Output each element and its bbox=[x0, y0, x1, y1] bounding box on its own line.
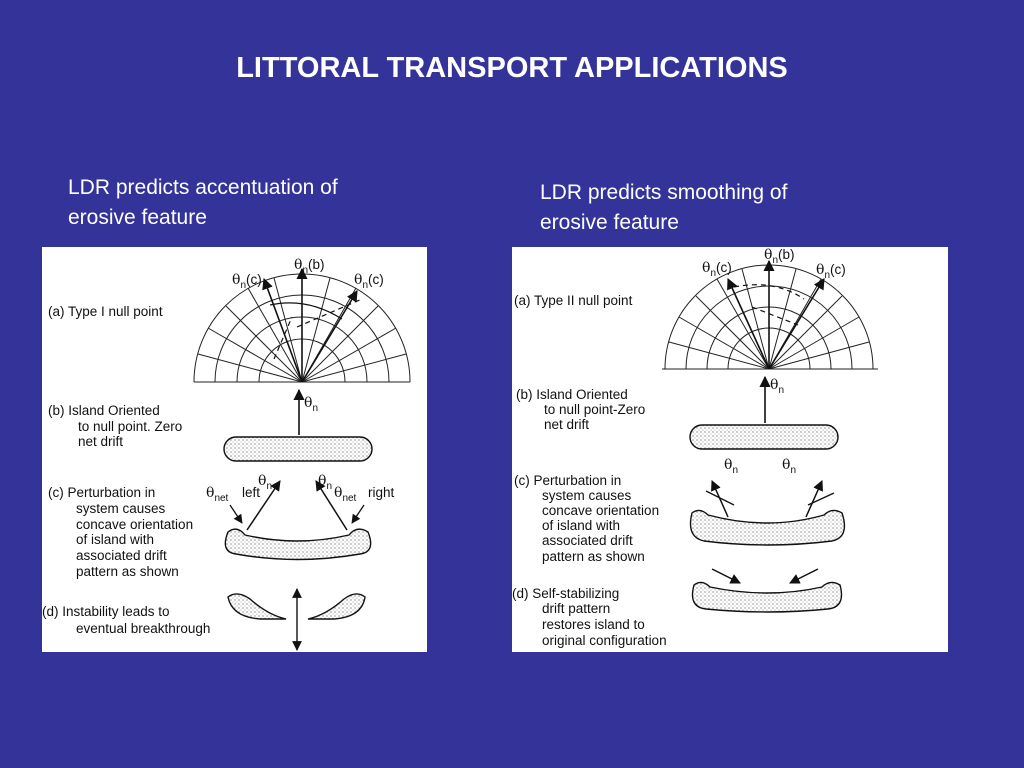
left-c-theta-right: θn bbox=[318, 473, 332, 492]
right-label-b3: net drift bbox=[544, 417, 589, 432]
right-label-c4: of island with bbox=[542, 518, 620, 533]
left-label-c6: pattern as shown bbox=[76, 564, 179, 579]
right-caption-line1: LDR predicts smoothing of bbox=[540, 181, 788, 204]
left-c-word-right: right bbox=[368, 485, 395, 500]
left-theta-nc2-label: θn(c) bbox=[354, 272, 384, 291]
left-label-c1: (c) Perturbation in bbox=[48, 485, 155, 500]
left-label-b2: to null point. Zero bbox=[78, 419, 182, 434]
right-label-d1: (d) Self-stabilizing bbox=[512, 586, 619, 601]
right-c-theta-right: θn bbox=[782, 457, 796, 476]
left-caption-line1: LDR predicts accentuation of bbox=[68, 176, 338, 199]
left-c-theta-net-right: θnet bbox=[334, 485, 357, 504]
right-label-c5: associated drift bbox=[542, 533, 633, 548]
left-c-word-left: left bbox=[242, 485, 260, 500]
left-theta-nb-label: θn(b) bbox=[294, 257, 325, 276]
left-label-a: (a) Type I null point bbox=[48, 304, 163, 319]
left-island-d-left bbox=[227, 593, 287, 620]
left-label-c4: of island with bbox=[76, 532, 154, 547]
left-label-d2: eventual breakthrough bbox=[76, 621, 210, 636]
right-caption-line2: erosive feature bbox=[540, 211, 679, 234]
right-c-tick-right bbox=[807, 492, 835, 506]
left-theta-nc-label: θn(c) bbox=[232, 272, 262, 291]
left-b-theta: θn bbox=[304, 395, 318, 414]
right-theta-nc2-label: θn(c) bbox=[816, 262, 846, 281]
left-wave-angle-fan bbox=[193, 273, 411, 383]
right-theta-nc-label: θn(c) bbox=[702, 260, 732, 279]
left-label-c3: concave orientation bbox=[76, 517, 193, 532]
left-label-c2: system causes bbox=[76, 501, 166, 516]
left-caption-line2: erosive feature bbox=[68, 206, 207, 229]
left-c-theta-left: θn bbox=[258, 473, 272, 492]
right-label-d4: original configuration bbox=[542, 633, 667, 648]
left-diagram-panel: θn(c) θn(b) θn(c) (a) Type I null point … bbox=[42, 247, 427, 652]
right-label-c3: concave orientation bbox=[542, 503, 659, 518]
left-c-drift-left bbox=[229, 504, 243, 524]
left-label-b1: (b) Island Oriented bbox=[48, 403, 160, 418]
left-island-b bbox=[223, 436, 373, 462]
left-label-d1: (d) Instability leads to bbox=[42, 604, 170, 619]
left-c-arrow-right bbox=[315, 480, 348, 531]
right-label-c1: (c) Perturbation in bbox=[514, 473, 621, 488]
right-d-arrow-left bbox=[711, 568, 741, 584]
right-theta-nb-label: θn(b) bbox=[764, 247, 795, 266]
right-label-d2: drift pattern bbox=[542, 601, 610, 616]
right-b-theta: θn bbox=[770, 377, 784, 396]
right-c-theta-left: θn bbox=[724, 457, 738, 476]
right-label-b1: (b) Island Oriented bbox=[516, 387, 628, 402]
left-label-b3: net drift bbox=[78, 434, 123, 449]
left-theta-arrows bbox=[262, 267, 363, 383]
right-label-b2: to null point-Zero bbox=[544, 402, 645, 417]
right-label-d3: restores island to bbox=[542, 617, 645, 632]
right-wave-angle-fan bbox=[662, 264, 878, 370]
right-island-c bbox=[689, 509, 846, 546]
right-diagram: θn(c) θn(b) θn(c) (a) Type II null point… bbox=[512, 247, 878, 648]
left-island-d-right bbox=[307, 593, 366, 620]
right-c-tick-left bbox=[705, 490, 735, 506]
right-c-arrow-right bbox=[805, 480, 823, 518]
right-label-c2: system causes bbox=[542, 488, 632, 503]
right-label-c6: pattern as shown bbox=[542, 549, 645, 564]
left-c-arrow-left bbox=[246, 480, 281, 531]
right-d-arrow-right bbox=[789, 568, 819, 584]
left-caption: LDR predicts accentuation of erosive fea… bbox=[68, 173, 338, 233]
right-island-d bbox=[691, 581, 843, 613]
slide-title: LITTORAL TRANSPORT APPLICATIONS bbox=[236, 52, 788, 84]
left-c-theta-net-left: θnet bbox=[206, 485, 229, 504]
right-label-a: (a) Type II null point bbox=[514, 293, 633, 308]
right-c-arrow-left bbox=[711, 480, 729, 518]
left-c-drift-right bbox=[351, 504, 365, 524]
left-label-c5: associated drift bbox=[76, 548, 167, 563]
right-diagram-panel: θn(c) θn(b) θn(c) (a) Type II null point… bbox=[512, 247, 948, 652]
right-caption: LDR predicts smoothing of erosive featur… bbox=[540, 178, 787, 238]
left-diagram: θn(c) θn(b) θn(c) (a) Type I null point … bbox=[42, 257, 411, 651]
right-theta-arrows bbox=[727, 259, 825, 370]
right-island-b bbox=[689, 424, 839, 450]
left-island-c bbox=[224, 528, 372, 561]
